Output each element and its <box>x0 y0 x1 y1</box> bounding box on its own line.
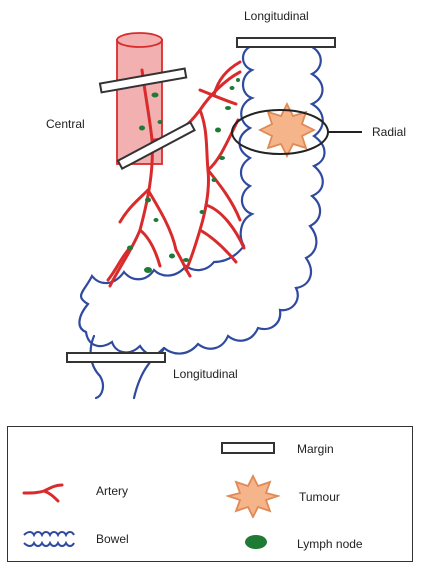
margin-longitudinal-top <box>236 37 336 48</box>
legend-artery-label: Artery <box>96 484 129 498</box>
legend-margin-label: Margin <box>297 442 334 456</box>
tumour-legend-icon <box>226 474 280 518</box>
legend-tumour-label: Tumour <box>299 490 340 504</box>
legend: Artery Bowel Margin Tumour Lymph node <box>7 426 413 562</box>
legend-bowel-label: Bowel <box>96 532 129 546</box>
lymph-nodes <box>127 78 240 273</box>
margin-central-lower <box>116 120 196 171</box>
label-central: Central <box>46 117 85 131</box>
label-radial: Radial <box>372 125 407 139</box>
legend-lymph-node-label: Lymph node <box>297 537 363 551</box>
artery-legend-icon <box>22 483 64 503</box>
lymph-node-legend-icon <box>245 535 267 549</box>
label-longitudinal-top: Longitudinal <box>244 9 309 23</box>
margin-legend-icon <box>221 442 275 454</box>
margin-longitudinal-bottom <box>66 352 166 363</box>
bowel-legend-icon <box>23 531 75 547</box>
margin-central-upper <box>98 67 188 94</box>
label-longitudinal-bottom: Longitudinal <box>173 367 238 381</box>
margin-bars <box>66 37 336 363</box>
tumour <box>257 101 317 159</box>
